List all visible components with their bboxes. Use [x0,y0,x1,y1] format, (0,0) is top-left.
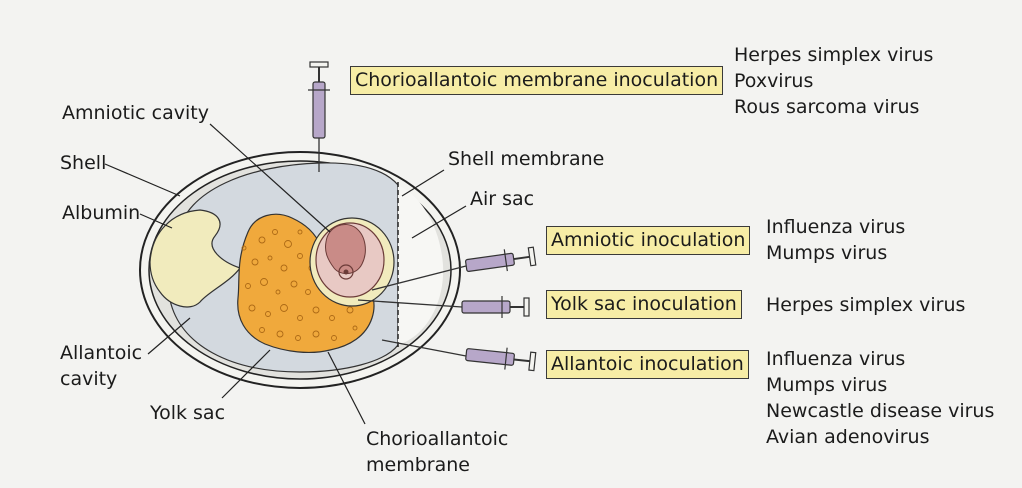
virus-item: Herpes simplex virus [766,294,966,316]
virus-item: Newcastle disease virus [766,400,995,422]
label-chorioallantoic-membrane-line2: membrane [366,454,470,476]
needles [318,138,467,357]
virus-list-chorioallantoic: Herpes simplex virus Poxvirus Rous sarco… [734,42,933,120]
virus-list-amniotic: Influenza virus Mumps virus [766,214,905,266]
yolk-sac-region [237,213,375,354]
virus-item: Avian adenovirus [766,426,930,448]
label-shell: Shell [60,152,107,174]
yolk-granules [241,229,358,341]
label-albumin: Albumin [62,202,141,224]
virus-item: Influenza virus [766,348,906,370]
leader-lines [104,123,467,425]
label-air-sac: Air sac [470,188,535,210]
virus-item: Mumps virus [766,242,888,264]
virus-item: Poxvirus [734,70,814,92]
virus-item: Herpes simplex virus [734,44,934,66]
syringe-amniotic [465,246,537,273]
virus-item: Rous sarcoma virus [734,96,920,118]
box-amniotic-inoculation: Amniotic inoculation [546,226,751,255]
embryo-eye [338,264,354,280]
label-yolk-sac: Yolk sac [150,402,226,424]
box-allantoic-inoculation: Allantoic inoculation [546,350,749,379]
syringe-chorioallantoic [308,61,330,139]
label-amniotic-cavity: Amniotic cavity [62,102,209,124]
syringe-yolk-sac [461,296,530,318]
embryo-eye-pupil [343,269,349,275]
virus-list-allantoic: Influenza virus Mumps virus Newcastle di… [766,346,994,450]
label-shell-membrane: Shell membrane [448,148,605,170]
box-chorioallantoic-inoculation: Chorioallantoic membrane inoculation [350,66,724,95]
label-allantoic-cavity-line2: cavity [60,368,118,390]
embryo [325,224,366,274]
label-chorioallantoic-membrane-line1: Chorioallantoic [366,428,509,450]
virus-list-yolk-sac: Herpes simplex virus [766,292,965,318]
virus-item: Mumps virus [766,374,888,396]
box-yolk-sac-inoculation: Yolk sac inoculation [546,290,742,319]
syringe-allantoic [465,347,537,372]
label-allantoic-cavity-line1: Allantoic [60,342,143,364]
virus-item: Influenza virus [766,216,906,238]
